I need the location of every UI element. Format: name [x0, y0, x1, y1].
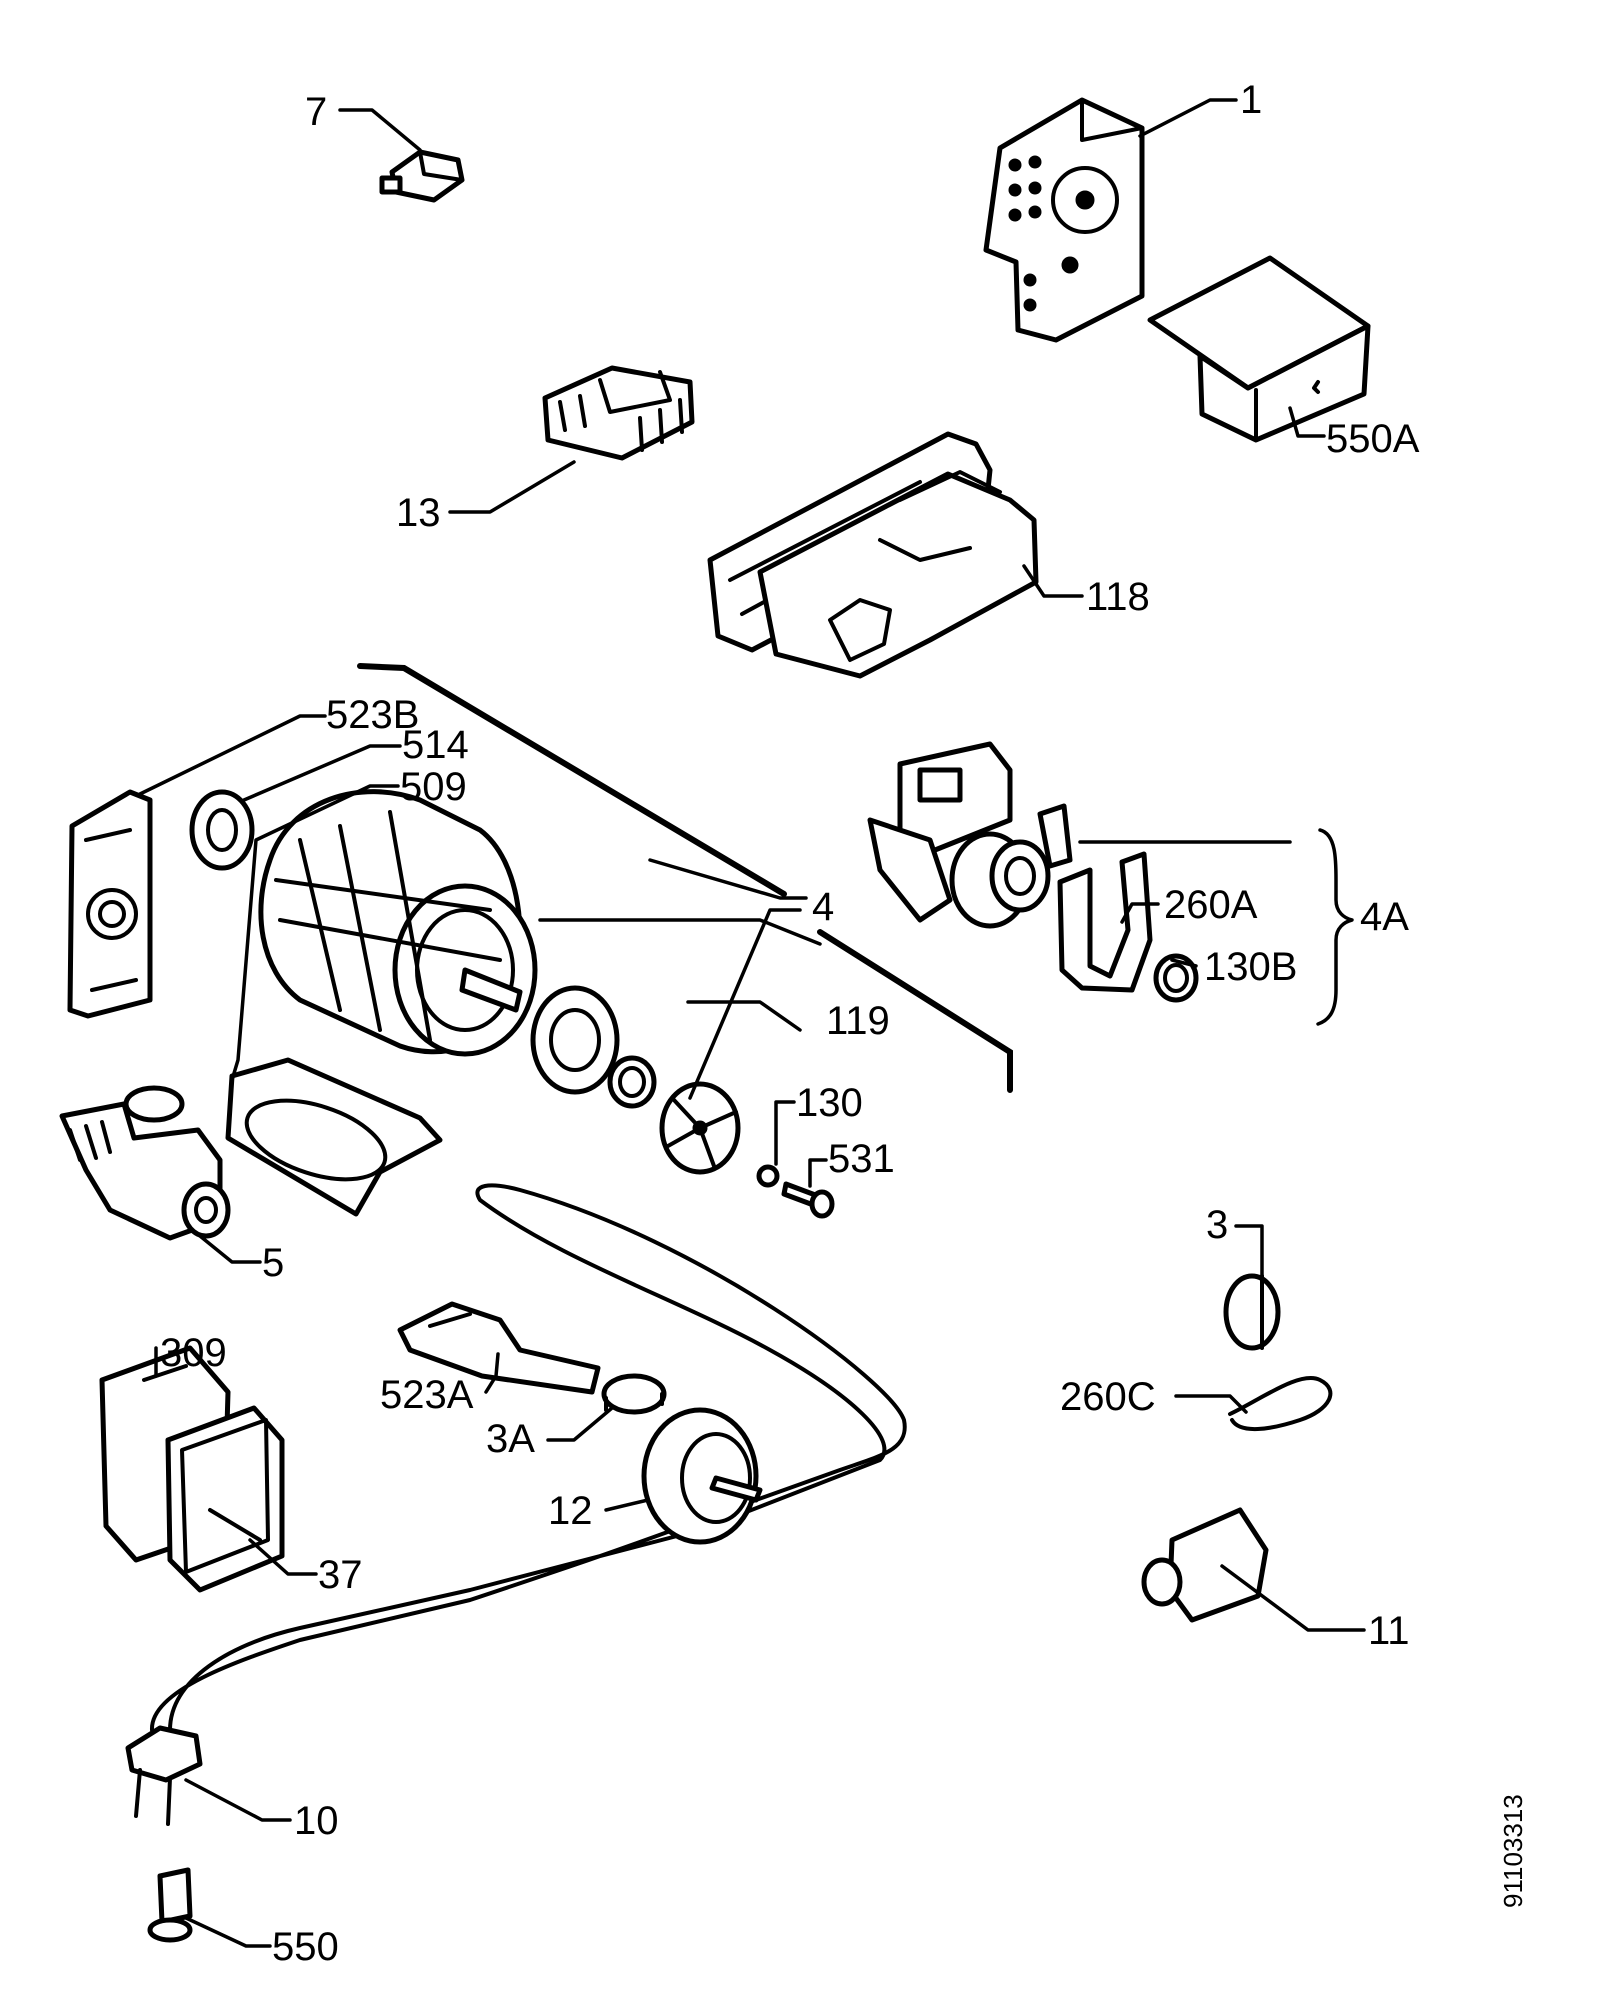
group-4A-brace [1316, 828, 1354, 1026]
part-11-capacitor [1141, 1507, 1269, 1623]
part-531-screw [781, 1181, 835, 1219]
callout-5: 5 [262, 1241, 284, 1285]
part-3A-thermostat [601, 1373, 667, 1415]
part-550-nut [147, 1867, 193, 1943]
part-523B-plate [67, 789, 153, 1019]
part-3-sensor [1223, 1273, 1281, 1351]
part-10-heating-element [125, 1183, 907, 1826]
callout-309: 309 [160, 1331, 227, 1375]
callout-3A: 3A [486, 1417, 535, 1461]
part-260A-bracket [1057, 851, 1153, 993]
callout-130B: 130B [1204, 945, 1297, 989]
callout-13: 13 [396, 491, 441, 535]
callout-37: 37 [318, 1553, 363, 1597]
part-130B-seal-ring [1153, 953, 1199, 1003]
callout-260A: 260A [1164, 883, 1258, 927]
callout-130: 130 [796, 1081, 863, 1125]
part-260C-clip [1228, 1376, 1333, 1432]
part-4A-drain-pump [867, 741, 1073, 929]
callout-12: 12 [548, 1489, 593, 1533]
part-523A-bracket [397, 1301, 601, 1395]
part-37-relay [165, 1405, 285, 1593]
callout-11: 11 [1368, 1609, 1410, 1653]
callout-118: 118 [1086, 575, 1150, 619]
callout-labels: 7 1 550A 13 118 523B 514 509 4 260A 4A 1… [160, 78, 1420, 1969]
part-5-inlet-valve [59, 1085, 231, 1241]
part-514-bushing [189, 789, 255, 871]
callout-523A: 523A [380, 1373, 474, 1417]
part-1-programme-timer [983, 97, 1145, 343]
leader-lines [138, 98, 1366, 1948]
part-7-switch [379, 149, 465, 203]
drawing-reference-number: 91103313 [1498, 1794, 1528, 1908]
part-motor-gasket [225, 1057, 443, 1217]
callout-514: 514 [402, 723, 469, 767]
part-130-washer [756, 1164, 780, 1188]
group-4-bracket-line [357, 663, 1013, 1093]
part-impeller [659, 1081, 741, 1175]
part-12-pressure-switch [641, 1407, 763, 1545]
callout-509: 509 [400, 765, 467, 809]
part-118-dispenser [707, 431, 1039, 679]
callout-7: 7 [305, 90, 327, 134]
callout-3: 3 [1206, 1203, 1228, 1247]
part-119-ring [607, 1055, 657, 1109]
callout-4: 4 [812, 885, 834, 929]
callout-260C: 260C [1060, 1375, 1156, 1419]
part-509-motor [258, 789, 538, 1057]
callout-550: 550 [272, 1925, 339, 1969]
callout-550A: 550A [1326, 417, 1420, 461]
callout-10: 10 [294, 1799, 339, 1843]
callout-119: 119 [826, 999, 890, 1043]
callout-1: 1 [1240, 78, 1262, 122]
part-550A-cover [1147, 255, 1371, 443]
callout-4A: 4A [1360, 895, 1409, 939]
callout-531: 531 [828, 1137, 895, 1181]
part-4-pump-seal [530, 985, 620, 1095]
callout-523B: 523B [326, 693, 419, 737]
part-13-selector-switch [542, 365, 695, 461]
